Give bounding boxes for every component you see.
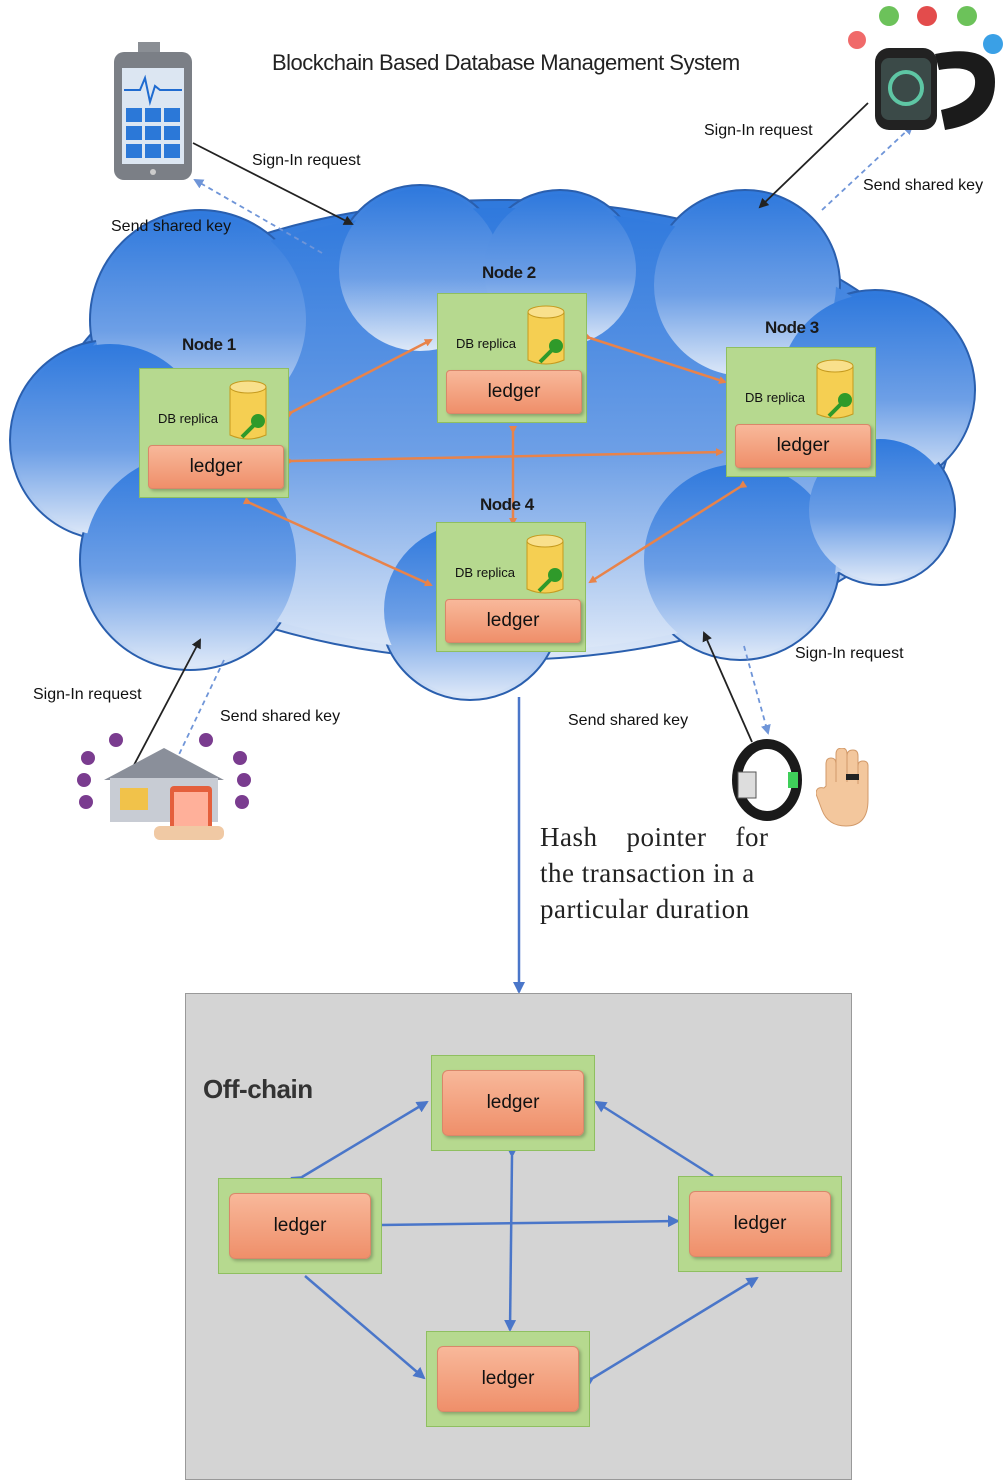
device-arrows: [133, 102, 914, 767]
node4-ledger: ledger: [445, 599, 581, 643]
signin-label-band: Sign-In request: [795, 645, 904, 662]
signin-label-home: Sign-In request: [33, 686, 142, 703]
offchain-ledger-top: ledger: [442, 1070, 584, 1136]
database-key-icon: [229, 380, 267, 440]
node2-db-label: DB replica: [456, 336, 516, 351]
signin-arrow-band: [702, 631, 753, 743]
link-node2-node3: [583, 332, 727, 384]
node1-ledger: ledger: [148, 445, 284, 489]
link-node1-node4: [242, 496, 433, 587]
signin-label-tablet: Sign-In request: [252, 152, 361, 169]
node1-title: Node 1: [182, 335, 236, 354]
hash-note-line3: particular duration: [540, 894, 750, 924]
signin-arrow-tablet: [192, 142, 354, 225]
signin-arrow-home: [133, 638, 201, 766]
offchain-ledger-left: ledger: [229, 1193, 371, 1259]
smart-home-icon: [77, 733, 251, 840]
sharedkey-label-watch: Send shared key: [863, 177, 984, 194]
offchain-ledger-right: ledger: [689, 1191, 831, 1257]
node3-ledger: ledger: [735, 424, 871, 468]
sharedkey-label-tablet: Send shared key: [111, 218, 232, 235]
node4-box: DB replica ledger: [436, 522, 586, 652]
smartwatch-icon: [848, 6, 1003, 130]
offchain-ledger-bottom: ledger: [437, 1346, 579, 1412]
hash-note-line2: the transaction in a: [540, 858, 755, 888]
fitness-band-icon: [732, 739, 802, 821]
node2-title: Node 2: [482, 263, 536, 282]
offchain-node-bottom: ledger: [426, 1331, 590, 1427]
sharedkey-arrow-band: [743, 645, 771, 735]
node2-ledger: ledger: [446, 370, 582, 414]
signin-arrow-watch: [758, 102, 869, 209]
offchain-node-right: ledger: [678, 1176, 842, 1272]
sharedkey-arrow-watch: [821, 124, 914, 211]
node2-box: DB replica ledger: [437, 293, 587, 423]
diagram-title: Blockchain Based Database Management Sys…: [272, 50, 740, 75]
database-key-icon: [527, 305, 565, 365]
hash-note-line1: Hash pointer for: [540, 822, 769, 852]
link-node1-node2: [284, 338, 433, 419]
sharedkey-arrow-tablet: [193, 179, 323, 254]
node1-db-label: DB replica: [158, 411, 218, 426]
offchain-node-top: ledger: [431, 1055, 595, 1151]
node-links: [242, 332, 748, 587]
sharedkey-label-band: Send shared key: [568, 712, 689, 729]
node1-box: DB replica ledger: [139, 368, 289, 498]
node3-title: Node 3: [765, 318, 819, 337]
sharedkey-label-home: Send shared key: [220, 708, 341, 725]
offchain-node-left: ledger: [218, 1178, 382, 1274]
tablet-monitor-icon: [114, 42, 192, 180]
node4-title: Node 4: [480, 495, 534, 514]
database-key-icon: [816, 359, 854, 419]
smart-ring-hand-icon: [816, 748, 869, 827]
node4-db-label: DB replica: [455, 565, 515, 580]
link-node3-node4: [588, 480, 748, 584]
database-key-icon: [526, 534, 564, 594]
sharedkey-arrow-home: [172, 659, 225, 767]
node3-box: DB replica ledger: [726, 347, 876, 477]
offchain-title: Off-chain: [203, 1074, 313, 1104]
node3-db-label: DB replica: [745, 390, 805, 405]
link-node1-node3: [285, 448, 724, 466]
signin-label-watch: Sign-In request: [704, 122, 813, 139]
